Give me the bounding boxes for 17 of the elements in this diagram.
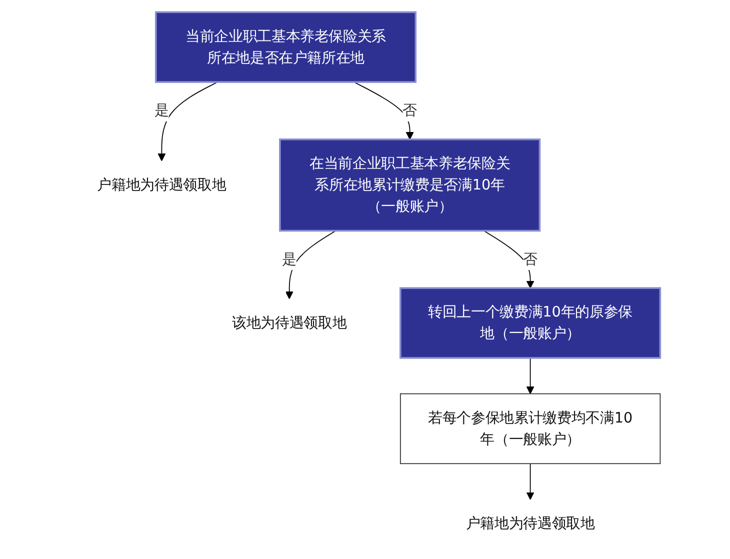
edge-label: 否 xyxy=(522,250,538,267)
node-box xyxy=(400,392,660,464)
edge-label: 否 xyxy=(402,101,417,118)
arrow xyxy=(353,81,414,140)
edge-label: 是 xyxy=(154,101,169,118)
node-box xyxy=(278,138,540,232)
arrow xyxy=(285,230,336,299)
arrow xyxy=(158,81,218,161)
edge-label: 是 xyxy=(282,250,296,267)
arrow xyxy=(526,462,534,500)
arrow xyxy=(526,356,534,394)
node-text: 该地为待遇领取地 xyxy=(232,314,346,331)
node-box xyxy=(399,286,661,358)
node-text: 户籍地为待遇领取地 xyxy=(466,514,595,532)
node-text: 户籍地为待遇领取地 xyxy=(96,176,226,193)
arrow xyxy=(483,230,534,288)
node-box xyxy=(154,10,416,82)
